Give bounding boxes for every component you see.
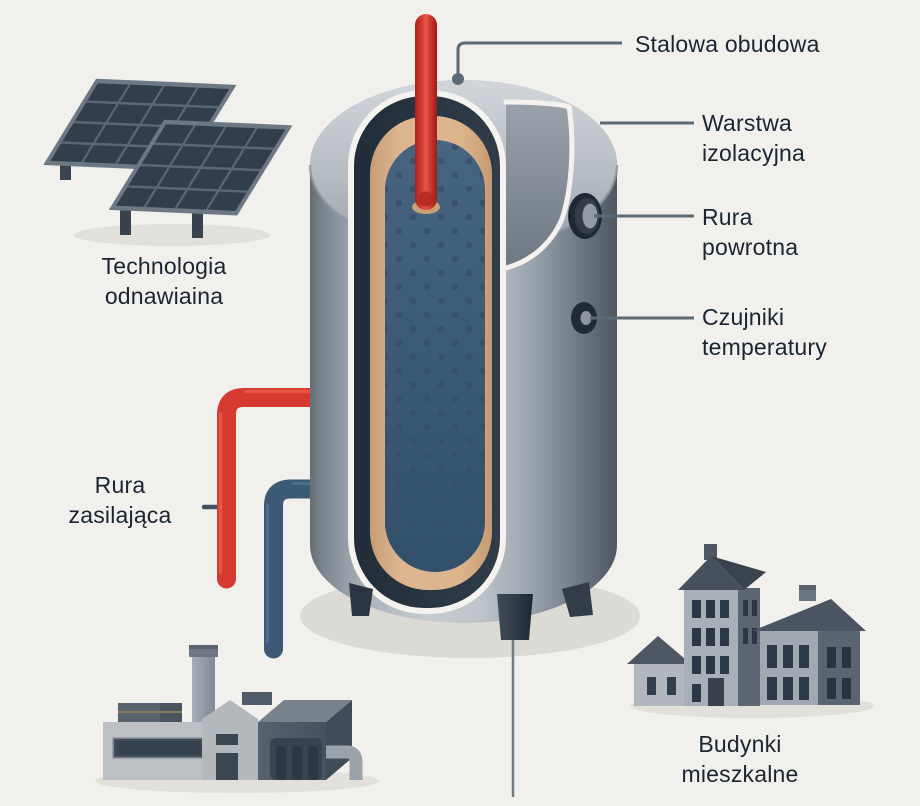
residential-buildings-icon <box>627 544 866 706</box>
top-supply-pipe <box>415 14 437 210</box>
label-steel-casing: Stalowa obudowa <box>635 31 820 57</box>
tank-cutaway-layers <box>348 90 506 614</box>
label-residential-buildings: Budynki mieszkalne <box>681 731 799 787</box>
factory-icon <box>103 645 363 780</box>
label-return-pipe: Rura powrotna <box>702 204 799 260</box>
leader-lines <box>452 41 694 320</box>
label-renewable-technology: Technologia odnawiaina <box>101 253 227 309</box>
label-supply-pipe: Rura zasilająca <box>68 472 172 528</box>
tank-legs <box>349 582 593 797</box>
temperature-sensor-port <box>571 302 597 334</box>
return-pipe-port <box>568 193 602 239</box>
label-temperature-sensors: Czujniki temperatury <box>702 304 827 360</box>
storage-tank-icon <box>308 14 619 797</box>
solar-panels-icon <box>43 78 293 238</box>
label-insulation-layer: Warstwa izolacyjna <box>702 110 805 166</box>
